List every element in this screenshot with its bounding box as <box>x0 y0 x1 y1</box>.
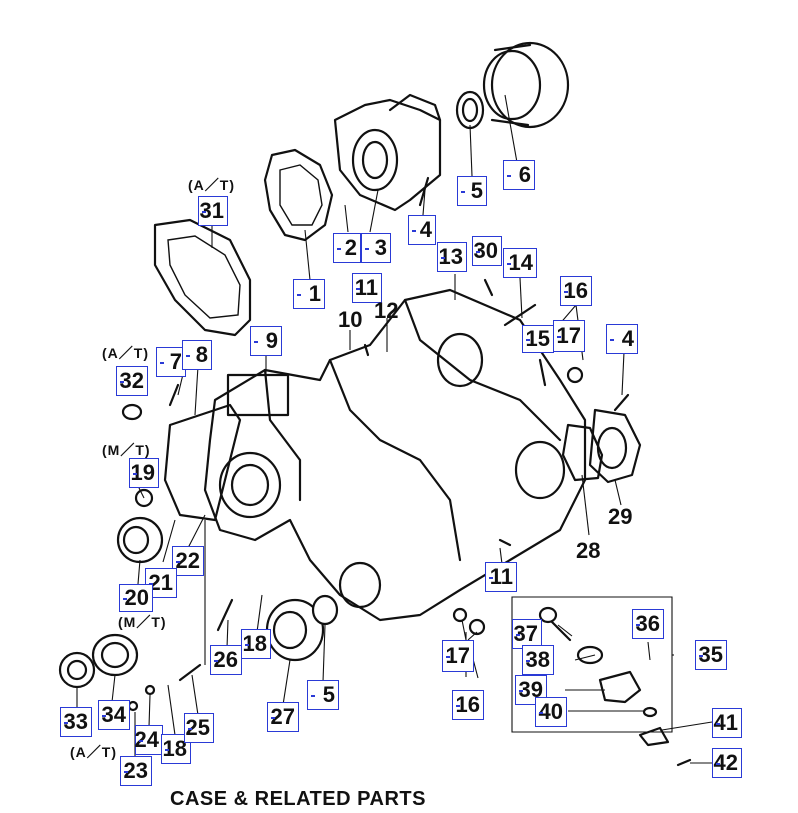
extension-housing <box>333 93 442 212</box>
callout-32[interactable]: 32 <box>116 366 148 396</box>
callout-9[interactable]: 9 <box>250 326 282 356</box>
callout-42[interactable]: 42 <box>712 748 742 778</box>
label-12: 12 <box>374 298 399 323</box>
callout-31[interactable]: 31 <box>198 196 228 226</box>
callout-34[interactable]: 34 <box>98 700 130 730</box>
note-at-7: (A／T) <box>102 345 149 361</box>
callout-38[interactable]: 38 <box>522 645 554 675</box>
flange-plates <box>561 408 642 484</box>
callout-4-right[interactable]: 4 <box>606 324 638 354</box>
callout-5-bottom[interactable]: 5 <box>307 680 339 710</box>
callout-18-mid[interactable]: 18 <box>241 629 271 659</box>
gasket-31 <box>153 218 252 337</box>
callout-35[interactable]: 35 <box>695 640 727 670</box>
callout-2[interactable]: 2 <box>333 233 361 263</box>
label-29: 29 <box>608 504 633 529</box>
callout-14[interactable]: 14 <box>503 248 537 278</box>
bearing-sleeve <box>482 41 570 129</box>
callout-6[interactable]: 6 <box>503 160 535 190</box>
note-mt-19: (M／T) <box>102 442 151 458</box>
label-10: 10 <box>338 307 363 332</box>
callout-13[interactable]: 13 <box>437 242 467 272</box>
callout-25[interactable]: 25 <box>184 713 214 743</box>
note-at-23: (A／T) <box>70 744 117 760</box>
callout-7[interactable]: 7 <box>156 347 186 377</box>
gasket-8 <box>163 403 242 522</box>
lower-bearing <box>265 594 339 662</box>
callout-19[interactable]: 19 <box>129 458 159 488</box>
callout-36[interactable]: 36 <box>632 609 664 639</box>
callout-16-top[interactable]: 16 <box>560 276 592 306</box>
callout-17-top[interactable]: 17 <box>553 320 585 352</box>
gasket-1 <box>263 148 334 242</box>
callout-26[interactable]: 26 <box>210 645 242 675</box>
speedometer-box <box>511 596 673 747</box>
transfer-case-housing <box>203 288 587 622</box>
callout-41[interactable]: 41 <box>712 708 742 738</box>
callout-11-top[interactable]: 11 <box>352 273 382 303</box>
seal-ring <box>455 90 485 130</box>
callout-24[interactable]: 24 <box>135 725 163 755</box>
callout-30[interactable]: 30 <box>472 236 502 266</box>
callout-5-top[interactable]: 5 <box>457 176 487 206</box>
callout-33[interactable]: 33 <box>60 707 92 737</box>
callout-11-right[interactable]: 11 <box>485 562 517 592</box>
callout-27[interactable]: 27 <box>267 702 299 732</box>
callout-22[interactable]: 22 <box>172 546 204 576</box>
note-at-31: (A／T) <box>188 177 235 193</box>
callout-15[interactable]: 15 <box>522 325 554 353</box>
callout-4-top[interactable]: 4 <box>408 215 436 245</box>
note-mt-20: (M／T) <box>118 614 167 630</box>
label-28: 28 <box>576 538 601 563</box>
diagram-caption: CASE & RELATED PARTS <box>170 788 426 810</box>
callout-40[interactable]: 40 <box>535 697 567 727</box>
lower-left-seals <box>58 403 164 689</box>
callout-23[interactable]: 23 <box>120 756 152 786</box>
callout-20[interactable]: 20 <box>119 584 153 612</box>
callout-8[interactable]: 8 <box>182 340 212 370</box>
callout-3[interactable]: 3 <box>361 233 391 263</box>
callout-37[interactable]: 37 <box>512 619 542 649</box>
callout-16-bottom[interactable]: 16 <box>452 690 484 720</box>
callout-1[interactable]: 1 <box>293 279 325 309</box>
callout-17-bottom[interactable]: 17 <box>442 640 474 672</box>
